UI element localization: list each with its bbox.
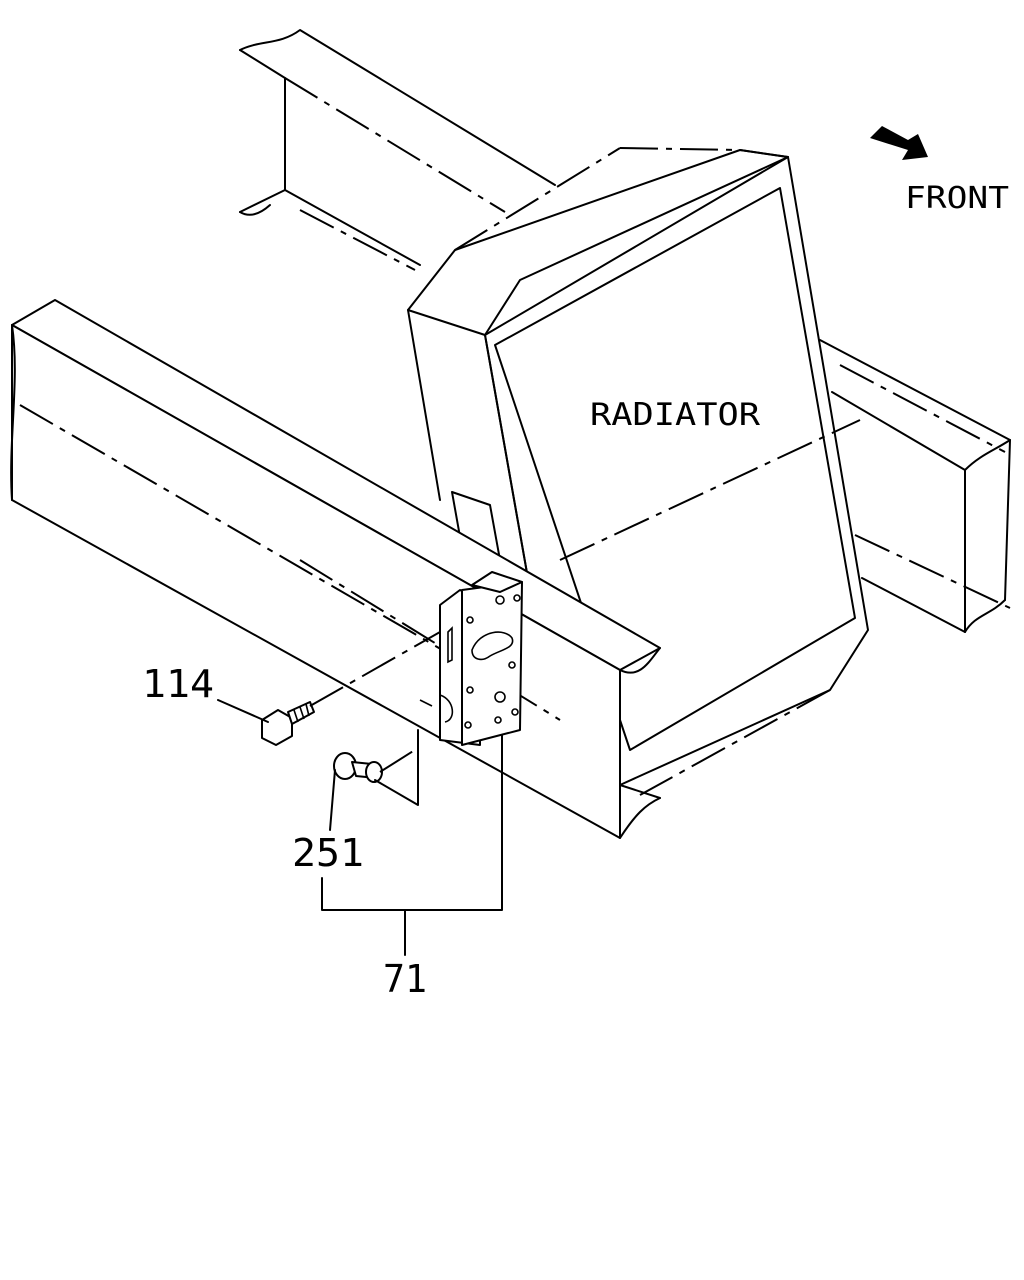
callout-114: 114 [142, 662, 214, 706]
right-frame-rail [819, 339, 1011, 633]
callout-71: 71 [383, 957, 427, 1001]
front-arrow-icon [870, 126, 928, 160]
rear-frame-rail [239, 29, 556, 271]
bolt-114 [261, 631, 441, 746]
radiator-label: RADIATOR [590, 397, 760, 433]
front-label: FRONT [905, 181, 1009, 216]
bracket [419, 571, 523, 746]
leader-lines [217, 699, 503, 956]
callout-251: 251 [292, 831, 364, 875]
washer-251 [333, 747, 419, 783]
